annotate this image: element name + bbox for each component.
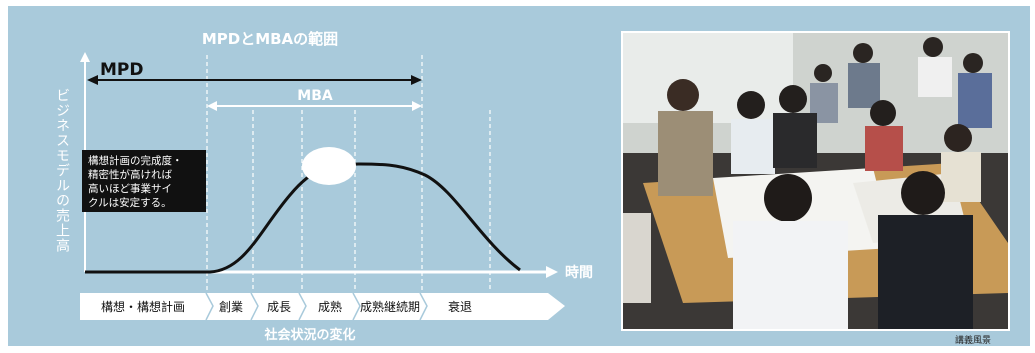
person-head xyxy=(923,37,943,57)
y-axis-label: ビジネスモデルの売上高 xyxy=(54,88,70,253)
person-head xyxy=(737,91,765,119)
person-body xyxy=(658,111,713,196)
person-body xyxy=(958,73,992,128)
bottom-label: 社会状況の変化 xyxy=(263,327,355,343)
person-body xyxy=(941,152,981,202)
photo-caption: 講義風景 xyxy=(955,336,992,346)
mba-arrow-left xyxy=(207,101,217,111)
peak-highlight xyxy=(302,147,356,185)
callout-text: 構想計画の完成度・ 精密性が高ければ 高いほど事業サイ クルは安定する。 xyxy=(88,154,186,209)
callout-line: クルは安定する。 xyxy=(88,196,172,209)
person-head xyxy=(901,171,945,215)
sales-curve xyxy=(85,162,521,274)
person-body xyxy=(623,213,651,303)
person-head xyxy=(764,174,812,222)
chevron-separator xyxy=(352,292,361,321)
stage-label: 成長 xyxy=(267,300,291,314)
callout-line: 精密性が高ければ xyxy=(88,168,172,181)
mpd-label: MPD xyxy=(100,60,144,80)
chevron-separator xyxy=(250,292,259,321)
stage-label: 衰退 xyxy=(448,299,472,314)
person-head xyxy=(667,79,699,111)
callout-line: 高いほど事業サイ xyxy=(88,182,172,195)
x-axis-label: 時間 xyxy=(565,264,593,281)
stage-labels: 構想・構想計画 創業 成長 成熟 成熟継続期 衰退 xyxy=(101,299,472,314)
chevron-separator xyxy=(205,292,214,321)
person-head xyxy=(944,124,972,152)
stage-dividers xyxy=(206,55,491,290)
person-body xyxy=(773,113,817,168)
person-body xyxy=(878,215,973,329)
stage-label: 創業 xyxy=(219,300,243,314)
stage-label: 成熟 xyxy=(318,299,342,314)
person-body xyxy=(865,126,903,171)
mpd-arrow-right xyxy=(411,75,422,85)
stage-label: 成熟継続期 xyxy=(360,299,420,314)
person-body xyxy=(731,119,775,174)
x-axis-arrowhead xyxy=(546,266,558,278)
stage-band xyxy=(80,293,565,320)
mpd-arrow-left xyxy=(87,75,98,85)
person-body xyxy=(918,57,952,97)
callout-box xyxy=(82,150,206,212)
person-body xyxy=(733,221,848,329)
chevron-separator xyxy=(419,292,428,321)
diagram-title: MPDとMBAの範囲 xyxy=(202,30,338,48)
lecture-photo xyxy=(623,33,1008,329)
mba-arrow-right xyxy=(412,101,422,111)
chevron-separator xyxy=(298,292,307,321)
person-body xyxy=(848,63,880,108)
mba-label: MBA xyxy=(297,88,333,104)
callout-line: 構想計画の完成度・ xyxy=(88,154,183,167)
photo-window xyxy=(623,33,793,123)
person-head xyxy=(814,64,832,82)
person-head xyxy=(853,43,873,63)
y-axis-arrowhead xyxy=(80,52,90,62)
stage-label: 構想・構想計画 xyxy=(101,299,185,314)
stage-chevrons xyxy=(205,292,428,321)
person-head xyxy=(779,85,807,113)
person-head xyxy=(963,53,983,73)
person-head xyxy=(870,100,896,126)
